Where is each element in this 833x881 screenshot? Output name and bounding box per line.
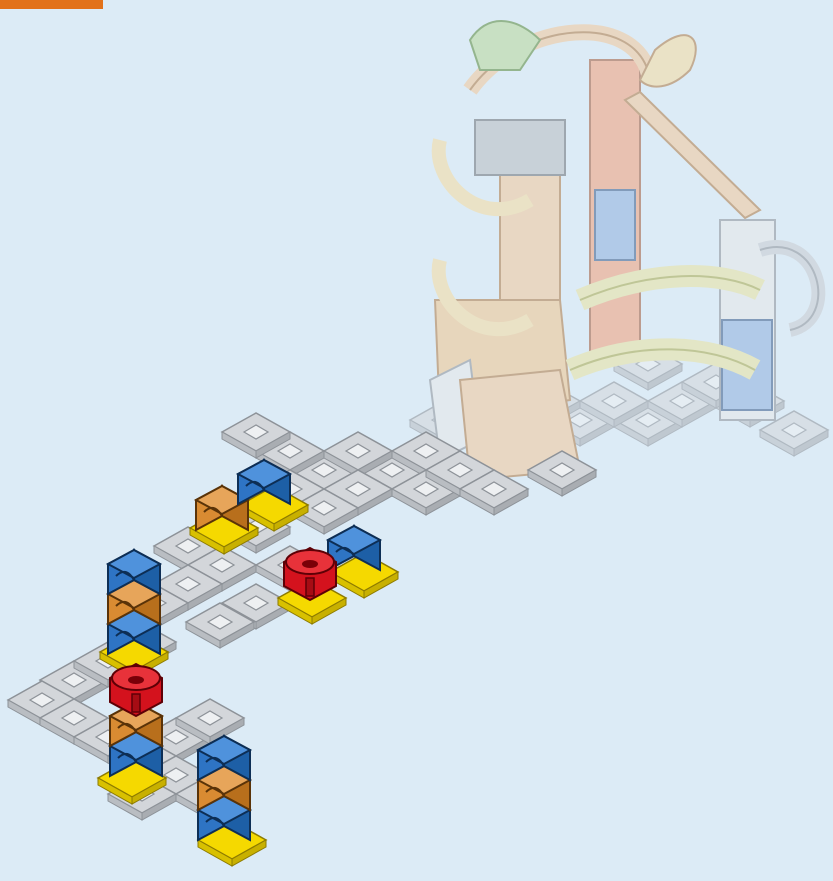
- left-tall-stack: [108, 550, 160, 654]
- front-stack: [110, 664, 162, 776]
- faded-structure: [410, 21, 828, 480]
- right-stack: [198, 736, 250, 840]
- faded-rail-top: [625, 92, 760, 218]
